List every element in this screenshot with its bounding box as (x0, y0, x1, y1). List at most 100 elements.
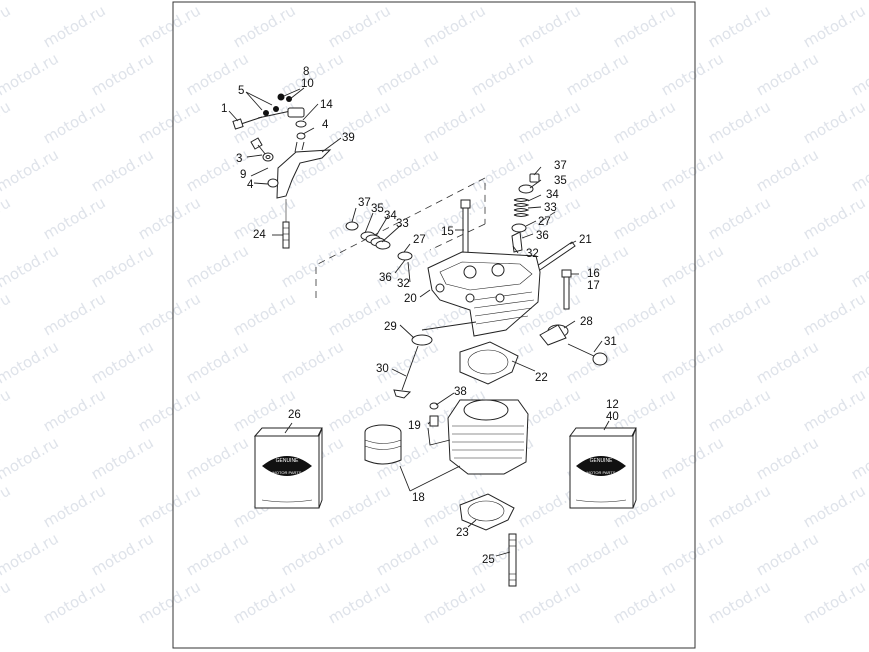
watermark-text: motod.ru (135, 193, 204, 243)
watermark-text: motod.ru (0, 193, 14, 243)
watermark-text: motod.ru (515, 577, 584, 627)
package-brand-top: GENUINE (590, 458, 613, 464)
callout-37: 37 (554, 160, 567, 172)
watermark-text: motod.ru (183, 529, 252, 579)
callout-10: 10 (301, 78, 314, 90)
watermark-text: motod.ru (40, 97, 109, 147)
callout-12: 12 (606, 399, 619, 411)
watermark-text: motod.ru (705, 97, 774, 147)
cylinder-part-18 (447, 399, 529, 475)
watermark-text: motod.ru (230, 577, 299, 627)
callout-38: 38 (454, 386, 467, 398)
callout-17: 17 (587, 280, 600, 292)
callout-25: 25 (482, 554, 495, 566)
package-brand-bottom: MOTOR PARTS (273, 470, 302, 475)
watermark-text: motod.ru (0, 337, 62, 387)
watermark-text: motod.ru (325, 577, 394, 627)
watermark-text: motod.ru (183, 241, 252, 291)
watermark-text: motod.ru (135, 289, 204, 339)
callout-15: 15 (441, 226, 454, 238)
watermark-text: motod.ru (848, 0, 869, 3)
watermark-text: motod.ru (800, 289, 869, 339)
stud-part-21 (533, 241, 576, 273)
watermark-text: motod.ru (40, 385, 109, 435)
watermark-text: motod.ru (420, 97, 489, 147)
watermark-text: motod.ru (800, 385, 869, 435)
watermark-text: motod.ru (278, 337, 347, 387)
watermark-text: motod.ru (705, 289, 774, 339)
callout-27: 27 (413, 234, 426, 246)
watermark-text: motod.ru (800, 481, 869, 531)
package-brand-bottom: MOTOR PARTS (587, 470, 616, 475)
callout-21: 21 (579, 234, 592, 246)
watermark-text: motod.ru (325, 1, 394, 51)
watermark-text: motod.ru (325, 97, 394, 147)
callout-27: 27 (538, 216, 551, 228)
callout-37: 37 (358, 197, 371, 209)
watermark-text: motod.ru (40, 193, 109, 243)
callout-24: 24 (253, 229, 266, 241)
watermark-text: motod.ru (373, 529, 442, 579)
watermark-text: motod.ru (278, 49, 347, 99)
watermark-text: motod.ru (468, 49, 537, 99)
callout-30: 30 (376, 363, 389, 375)
watermark-text: motod.ru (800, 97, 869, 147)
watermark-text: motod.ru (278, 529, 347, 579)
watermark-text: motod.ru (610, 1, 679, 51)
callout-32: 32 (397, 278, 410, 290)
watermark-text: motod.ru (88, 241, 157, 291)
watermark-text: motod.ru (325, 481, 394, 531)
watermark-text: motod.ru (183, 337, 252, 387)
watermark-text: motod.ru (420, 577, 489, 627)
watermark-text: motod.ru (0, 0, 62, 3)
callout-18: 18 (412, 492, 425, 504)
callout-5: 5 (238, 85, 244, 97)
callout-8: 8 (303, 66, 309, 78)
callout-20: 20 (404, 293, 417, 305)
watermark-text: motod.ru (705, 1, 774, 51)
washer-part-4b (267, 178, 279, 188)
bracket-part-39 (276, 141, 332, 199)
watermark-text: motod.ru (420, 1, 489, 51)
callout-16: 16 (587, 268, 600, 280)
watermark-text: motod.ru (0, 529, 62, 579)
watermark-text: motod.ru (753, 337, 822, 387)
watermark-text: motod.ru (753, 433, 822, 483)
watermark-text: motod.ru (848, 337, 869, 387)
piston-part-18 (364, 424, 402, 465)
watermark-text: motod.ru (658, 433, 727, 483)
watermark-text: motod.ru (420, 193, 489, 243)
watermark-text: motod.ru (135, 385, 204, 435)
callout-29: 29 (384, 321, 397, 333)
watermark-text: motod.ru (753, 241, 822, 291)
watermark-text: motod.ru (848, 145, 869, 195)
parts-package-26: GENUINE MOTOR PARTS (253, 427, 323, 509)
watermark-text: motod.ru (610, 577, 679, 627)
clip-part-4 (296, 132, 306, 140)
callout-3: 3 (236, 153, 242, 165)
watermark-text: motod.ru (705, 385, 774, 435)
watermark-text: motod.ru (705, 481, 774, 531)
callout-26: 26 (288, 409, 301, 421)
watermark-text: motod.ru (848, 433, 869, 483)
watermark-text: motod.ru (563, 145, 632, 195)
watermark-text: motod.ru (0, 145, 62, 195)
callout-35: 35 (371, 203, 384, 215)
bolt-part-3 (250, 137, 267, 156)
watermark-text: motod.ru (88, 49, 157, 99)
watermark-text: motod.ru (230, 289, 299, 339)
nut-part-8 (277, 93, 292, 102)
callout-28: 28 (580, 316, 593, 328)
watermark-text: motod.ru (373, 49, 442, 99)
valve-spring-right (511, 173, 540, 253)
package-brand-top: GENUINE (276, 458, 299, 464)
watermark-text: motod.ru (230, 1, 299, 51)
watermark-text: motod.ru (515, 97, 584, 147)
callout-39: 39 (342, 132, 355, 144)
callout-22: 22 (535, 372, 548, 384)
watermark-text: motod.ru (658, 529, 727, 579)
watermark-text: motod.ru (848, 529, 869, 579)
parts-package-12: GENUINE MOTOR PARTS (569, 427, 637, 509)
